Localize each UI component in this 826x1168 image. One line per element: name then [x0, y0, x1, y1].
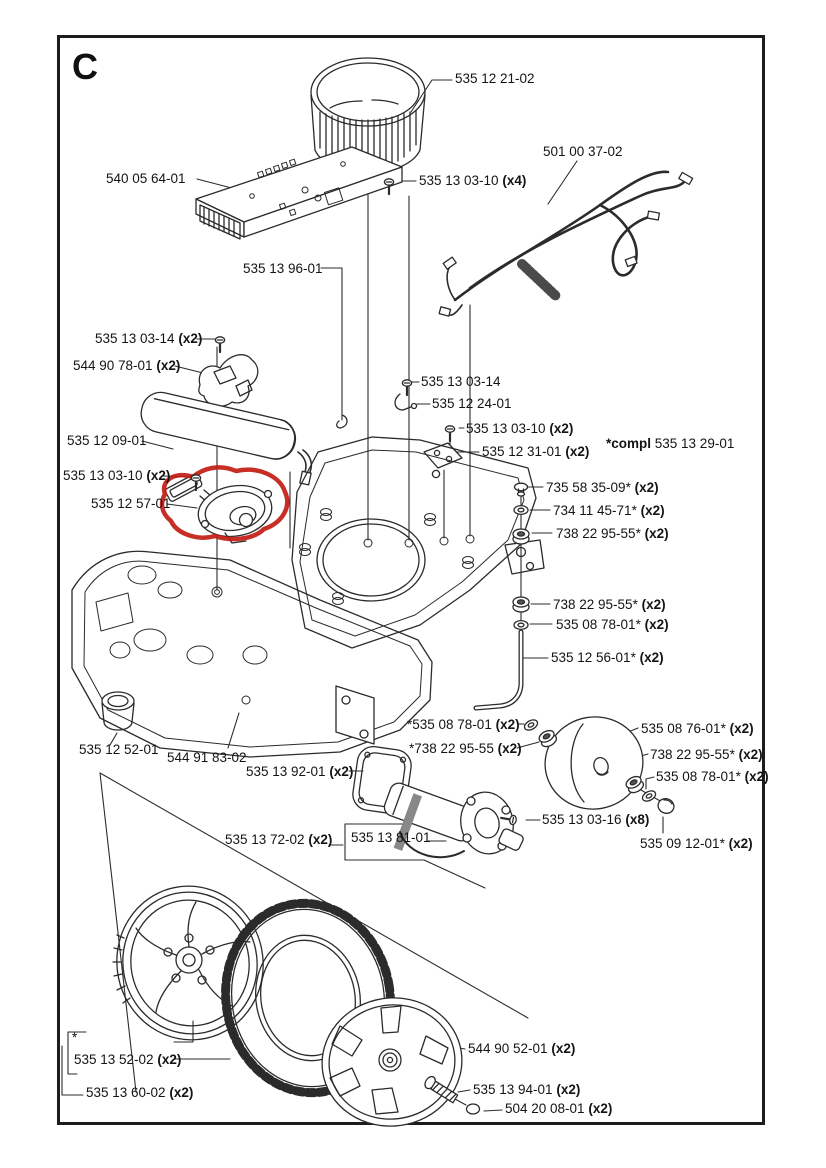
small-plate-part	[423, 442, 463, 479]
part-label--: *	[72, 1030, 78, 1045]
rubber-cap-part	[101, 691, 135, 731]
part-label-535-12-21-02: 535 12 21-02	[455, 71, 535, 86]
part-label-544-90-52-01: 544 90 52-01 (x2)	[468, 1041, 576, 1056]
part-label-535-13-03-10: 535 13 03-10 (x4)	[419, 173, 527, 188]
gasket-part	[352, 745, 412, 815]
part-label-535-08-78-01-: 535 08 78-01* (x2)	[656, 769, 769, 784]
part-label-738-22-95-55-: 738 22 95-55* (x2)	[650, 747, 763, 762]
part-label-535-13-03-14: 535 13 03-14 (x2)	[95, 331, 203, 346]
part-label-535-12-52-01: 535 12 52-01	[79, 742, 159, 757]
part-label-535-13-92-01: 535 13 92-01 (x2)	[246, 764, 354, 779]
leader-lines	[61, 79, 664, 1112]
part-label-535-12-56-01-: 535 12 56-01* (x2)	[551, 650, 664, 665]
chassis-top-plate	[291, 436, 545, 649]
part-label-535-13-81-01: 535 13 81-01	[351, 830, 431, 845]
part-label-535-08-78-01-: 535 08 78-01* (x2)	[556, 617, 669, 632]
hook-part	[336, 414, 348, 429]
part-label-734-11-45-71-: 734 11 45-71* (x2)	[553, 503, 665, 518]
bracket-part	[198, 354, 259, 407]
part-label--738-22-95-55: *738 22 95-55 (x2)	[409, 741, 522, 756]
part-label--535-08-78-01: *535 08 78-01 (x2)	[407, 717, 520, 732]
part-label-535-13-03-10: 535 13 03-10 (x2)	[466, 421, 574, 436]
hub-washer-part	[465, 1103, 481, 1115]
hubcap-part	[321, 997, 463, 1127]
chassis-lower-tub	[71, 550, 433, 758]
part-label-535-13-96-01: 535 13 96-01	[243, 261, 323, 276]
clip-part	[394, 393, 418, 411]
circuit-board-part	[195, 146, 403, 240]
spoked-wheel-part	[112, 885, 264, 1041]
part-label-738-22-95-55-: 738 22 95-55* (x2)	[553, 597, 666, 612]
part-label-535-12-09-01: 535 12 09-01	[67, 433, 147, 448]
section-letter: C	[72, 46, 98, 87]
part-label-535-13-29-01: *compl 535 13 29-01	[606, 436, 735, 451]
part-label-504-20-08-01: 504 20 08-01 (x2)	[505, 1101, 613, 1116]
part-label-535-13-94-01: 535 13 94-01 (x2)	[473, 1082, 581, 1097]
drum-part	[310, 57, 426, 174]
part-label-501-00-37-02: 501 00 37-02	[543, 144, 623, 159]
rod-part	[473, 629, 524, 711]
part-label-535-12-24-01: 535 12 24-01	[432, 396, 512, 411]
wiring-harness-part	[438, 170, 694, 317]
fastener-stack-parts	[512, 482, 530, 631]
part-label-535-13-60-02: 535 13 60-02 (x2)	[86, 1085, 194, 1100]
part-label-535-13-52-02: 535 13 52-02 (x2)	[74, 1052, 182, 1067]
part-label-540-05-64-01: 540 05 64-01	[106, 171, 186, 186]
part-label-535-12-31-01: 535 12 31-01 (x2)	[482, 444, 590, 459]
part-label-535-13-03-16: 535 13 03-16 (x8)	[542, 812, 650, 827]
part-label-544-90-78-01: 544 90 78-01 (x2)	[73, 358, 181, 373]
part-label-535-08-76-01-: 535 08 76-01* (x2)	[641, 721, 754, 736]
part-label-735-58-35-09-: 735 58 35-09* (x2)	[546, 480, 659, 495]
part-label-738-22-95-55-: 738 22 95-55* (x2)	[556, 526, 669, 541]
tire-part	[221, 898, 395, 1098]
axle-washer-parts	[522, 717, 675, 814]
part-label-535-13-03-10: 535 13 03-10 (x2)	[63, 468, 171, 483]
part-label-544-91-83-02: 544 91 83-02	[167, 750, 247, 765]
wheel-motor-part	[383, 782, 524, 859]
hub-screw-part	[424, 1075, 481, 1115]
part-label-535-13-72-02: 535 13 72-02 (x2)	[225, 832, 333, 847]
part-label-535-09-12-01-: 535 09 12-01* (x2)	[640, 836, 753, 851]
part-label-535-12-57-01: 535 12 57-01	[91, 496, 171, 511]
pulley-wheel-part	[544, 716, 644, 810]
part-label-535-13-03-14: 535 13 03-14	[421, 374, 501, 389]
